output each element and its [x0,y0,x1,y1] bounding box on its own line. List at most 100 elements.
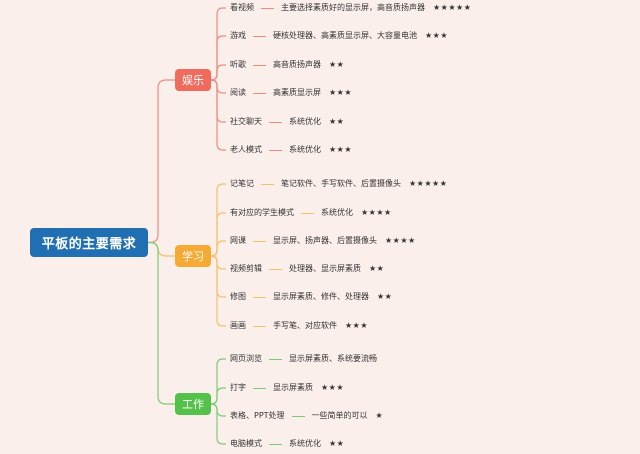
leaf-rating: ★★★ [345,321,369,330]
leaf-item[interactable]: 修图 显示屏素质、修件、处理器 ★★ [230,290,392,304]
leaf-item[interactable]: 视频剪辑 处理器、显示屏素质 ★★ [230,262,384,276]
leaf-dash [269,149,282,151]
leaf-dash [253,296,266,298]
leaf-dash [253,35,266,37]
leaf-label: 网页浏览 [230,354,262,363]
branch-to-leaf-line [210,212,226,257]
branch-to-leaf-line [210,255,226,298]
leaf-detail: 显示屏素质 [273,383,313,392]
leaf-label: 社交聊天 [230,117,262,126]
leaf-rating: ★★★ [329,88,353,97]
root-topic[interactable]: 平板的主要需求 [30,228,148,257]
leaf-dash [269,121,282,123]
leaf-label: 表格、PPT处理 [230,411,285,420]
leaf-rating: ★★★ [425,31,449,40]
branch-to-leaf-line [210,183,226,257]
leaf-detail: 系统优化 [321,208,353,217]
leaf-detail: 硬核处理器、高素质显示屏、大容量电池 [273,31,417,40]
leaf-dash [291,415,305,417]
leaf-dash [269,358,282,360]
leaf-label: 看视频 [230,3,254,12]
leaf-detail: 手写笔、对应软件 [273,321,337,330]
leaf-rating: ★★ [329,60,345,69]
leaf-item[interactable]: 打字 显示屏素质 ★★★ [230,381,344,395]
leaf-label: 记笔记 [230,179,254,188]
leaf-label: 打字 [230,383,246,392]
leaf-label: 画画 [230,321,246,330]
leaf-dash [253,240,266,242]
leaf-detail: 笔记软件、手写软件、后置摄像头 [281,179,401,188]
branch-to-leaf-line [210,79,226,94]
leaf-label: 游戏 [230,31,246,40]
branch-to-leaf-line [210,240,226,257]
leaf-dash [269,443,282,445]
leaf-detail: 系统优化 [289,145,321,154]
leaf-detail: 高音质扬声器 [273,60,321,69]
leaf-detail: 一些简单的可以 [311,411,368,420]
root-to-branch-line [148,241,175,405]
leaf-item[interactable]: 有对应的学生模式 系统优化 ★★★★ [230,206,392,220]
leaf-item[interactable]: 记笔记 笔记软件、手写软件、后置摄像头 ★★★★★ [230,177,447,191]
leaf-rating: ★★ [329,439,345,448]
branch-entertainment[interactable]: 娱乐 [175,69,211,91]
branch-work[interactable]: 工作 [175,393,211,415]
root-to-branch-line [148,79,175,244]
branch-to-leaf-line [210,403,226,445]
leaf-item[interactable]: 网页浏览 显示屏素质、系统要流畅 [230,352,385,366]
branch-to-leaf-line [210,387,226,405]
leaf-detail: 显示屏素质、系统要流畅 [289,354,377,363]
leaf-rating: ★★★★★ [409,179,448,188]
leaf-rating: ★★ [369,264,385,273]
leaf-item[interactable]: 游戏 硬核处理器、高素质显示屏、大容量电池 ★★★ [230,29,448,43]
leaf-rating: ★★ [377,292,393,301]
branch-to-leaf-line [210,35,226,81]
leaf-rating: ★★★★★ [433,3,472,12]
leaf-item[interactable]: 听歌 高音质扬声器 ★★ [230,58,344,72]
leaf-dash [253,64,266,66]
leaf-label: 老人模式 [230,145,262,154]
leaf-label: 网课 [230,236,246,245]
branch-to-leaf-line [210,79,226,151]
leaf-dash [253,387,266,389]
leaf-item[interactable]: 阅读 高素质显示屏 ★★★ [230,86,352,100]
leaf-label: 听歌 [230,60,246,69]
leaf-rating: ★★★ [329,145,353,154]
branch-to-leaf-line [210,7,226,81]
leaf-detail: 系统优化 [289,439,321,448]
leaf-item[interactable]: 表格、PPT处理 一些简单的可以 ★ [230,409,383,423]
branch-to-leaf-line [210,64,226,81]
leaf-item[interactable]: 电脑模式 系统优化 ★★ [230,437,344,451]
leaf-item[interactable]: 网课显示屏、扬声器、后置摄像头★★★★ [230,234,416,248]
root-to-branch-line [148,241,175,257]
leaf-rating: ★★★ [321,383,345,392]
leaf-item[interactable]: 社交聊天系统优化★★ [230,115,344,129]
leaf-dash [301,212,314,214]
leaf-label: 阅读 [230,88,246,97]
leaf-label: 修图 [230,292,246,301]
leaf-detail: 处理器、显示屏素质 [289,264,361,273]
leaf-dash [269,268,282,270]
branch-study[interactable]: 学习 [175,245,211,267]
leaf-label: 电脑模式 [230,439,262,448]
leaf-dash [253,325,266,327]
leaf-rating: ★★★★ [361,208,392,217]
leaf-detail: 显示屏素质、修件、处理器 [273,292,369,301]
leaf-detail: 高素质显示屏 [273,88,321,97]
branch-to-leaf-line [210,358,226,405]
leaf-dash [261,183,274,185]
branch-to-leaf-line [210,255,226,327]
branch-to-leaf-line [210,79,226,123]
branch-to-leaf-line [210,403,226,417]
leaf-item[interactable]: 老人模式 系统优化 ★★★ [230,143,352,157]
leaf-item[interactable]: 看视频主要选择素质好的显示屏，高音质扬声器★★★★★ [230,1,471,15]
leaf-label: 视频剪辑 [230,264,262,273]
leaf-dash [261,7,274,9]
leaf-detail: 显示屏、扬声器、后置摄像头 [273,236,377,245]
leaf-rating: ★ [375,411,384,420]
leaf-item[interactable]: 画画 手写笔、对应软件 ★★★ [230,319,368,333]
leaf-detail: 系统优化 [289,117,321,126]
branch-to-leaf-line [210,255,226,270]
leaf-label: 有对应的学生模式 [230,208,294,217]
